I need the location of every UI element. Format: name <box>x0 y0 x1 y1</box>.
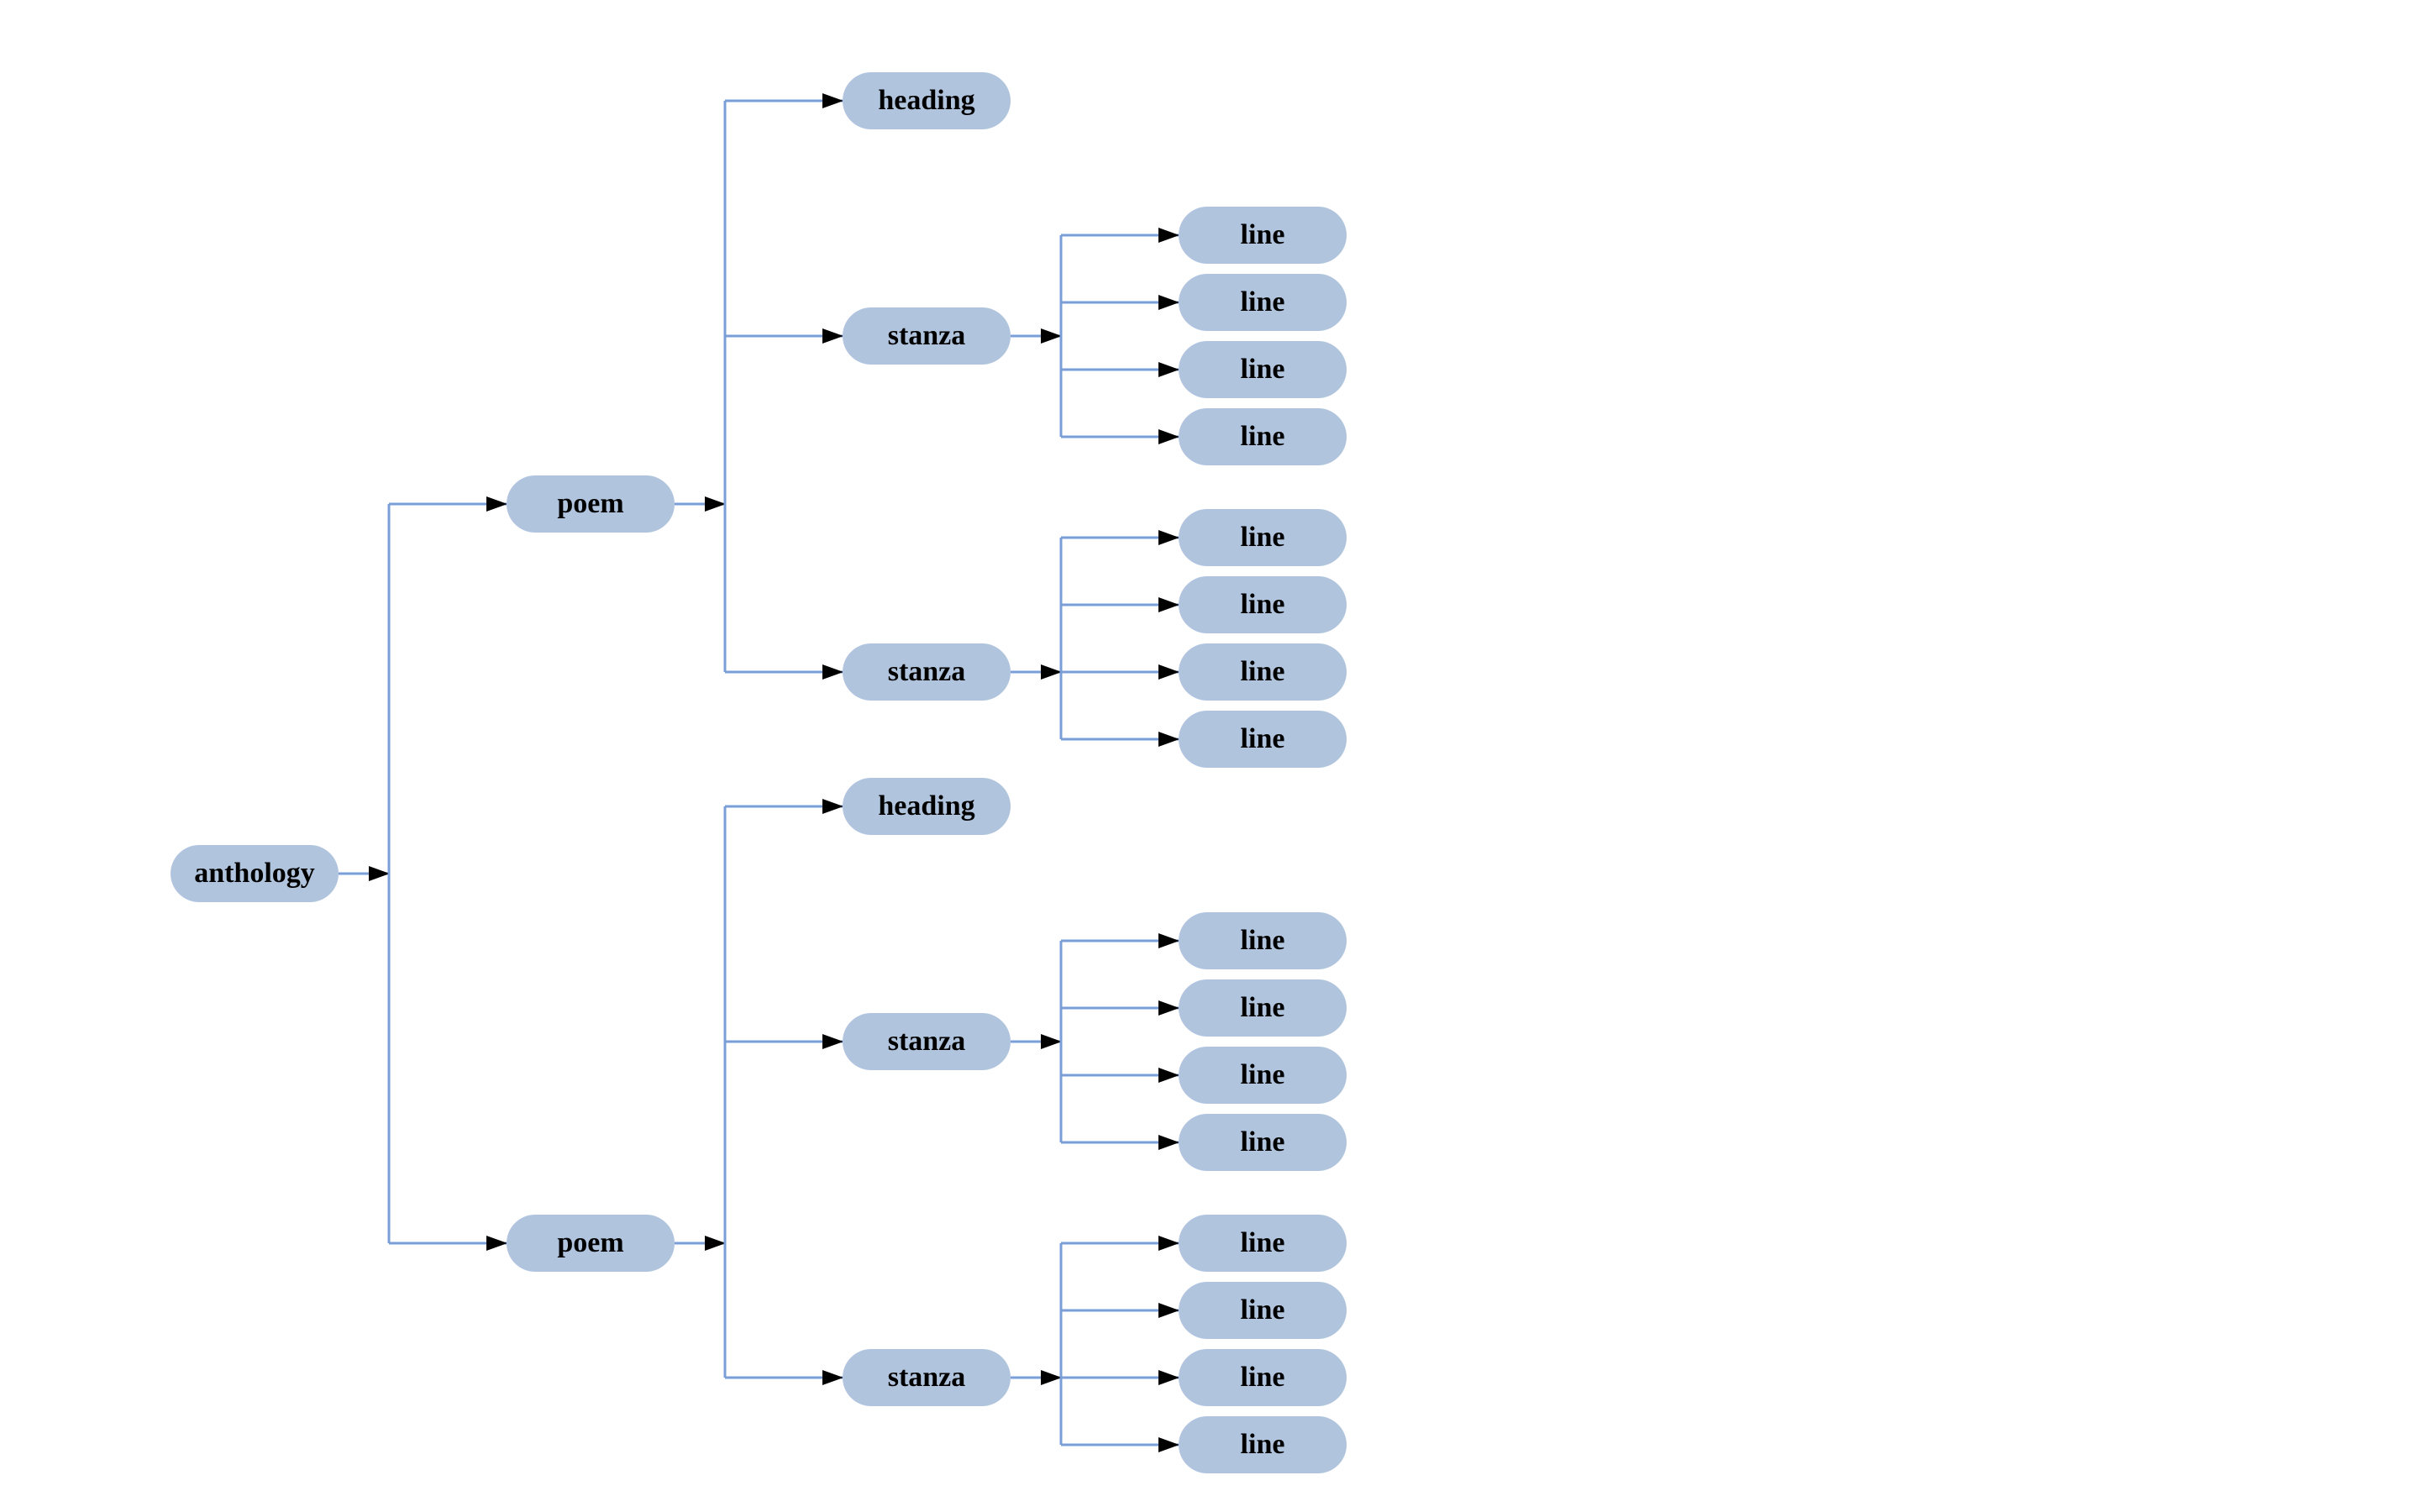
tree-node-line-5: line <box>1179 509 1347 566</box>
node-label: line <box>1240 219 1285 250</box>
tree-node-anthology: anthology <box>171 845 339 902</box>
node-label: line <box>1240 286 1285 318</box>
tree-node-stanza-3: stanza <box>843 1013 1011 1070</box>
tree-node-line-9: line <box>1179 912 1347 969</box>
tree-node-stanza-1: stanza <box>843 307 1011 365</box>
tree-node-line-3: line <box>1179 341 1347 398</box>
node-label: line <box>1240 1294 1285 1326</box>
node-label: stanza <box>887 320 966 351</box>
node-label: stanza <box>887 1026 966 1057</box>
tree-node-line-16: line <box>1179 1416 1347 1473</box>
node-label: stanza <box>887 656 966 687</box>
tree-node-stanza-2: stanza <box>843 643 1011 701</box>
node-label: line <box>1240 992 1285 1023</box>
node-label: line <box>1240 925 1285 956</box>
node-label: line <box>1240 723 1285 754</box>
tree-node-poem-1: poem <box>507 475 675 533</box>
tree-node-line-6: line <box>1179 576 1347 633</box>
tree-node-line-7: line <box>1179 643 1347 701</box>
node-label: line <box>1240 1362 1285 1393</box>
node-label: line <box>1240 354 1285 385</box>
tree-node-line-4: line <box>1179 408 1347 465</box>
tree-node-line-1: line <box>1179 207 1347 264</box>
node-label: line <box>1240 656 1285 687</box>
node-label: line <box>1240 589 1285 620</box>
node-label: poem <box>557 488 624 519</box>
tree-node-line-8: line <box>1179 711 1347 768</box>
node-label: line <box>1240 1429 1285 1460</box>
node-label: line <box>1240 421 1285 452</box>
node-label: line <box>1240 1227 1285 1258</box>
node-label: anthology <box>194 858 315 889</box>
tree-node-line-10: line <box>1179 979 1347 1037</box>
tree-node-line-13: line <box>1179 1215 1347 1272</box>
tree-node-line-2: line <box>1179 274 1347 331</box>
edge-group <box>339 93 1179 1452</box>
tree-node-heading-1: heading <box>843 72 1011 129</box>
tree-node-line-15: line <box>1179 1349 1347 1406</box>
tree-node-stanza-4: stanza <box>843 1349 1011 1406</box>
node-label: stanza <box>887 1362 966 1393</box>
tree-node-line-14: line <box>1179 1282 1347 1339</box>
node-label: line <box>1240 522 1285 553</box>
node-label: line <box>1240 1059 1285 1090</box>
node-label: line <box>1240 1126 1285 1158</box>
tree-node-line-12: line <box>1179 1114 1347 1171</box>
tree-node-poem-2: poem <box>507 1215 675 1272</box>
tree-node-heading-2: heading <box>843 778 1011 835</box>
node-label: heading <box>878 85 975 116</box>
node-label: poem <box>557 1227 624 1258</box>
tree-node-line-11: line <box>1179 1047 1347 1104</box>
node-label: heading <box>878 790 975 822</box>
